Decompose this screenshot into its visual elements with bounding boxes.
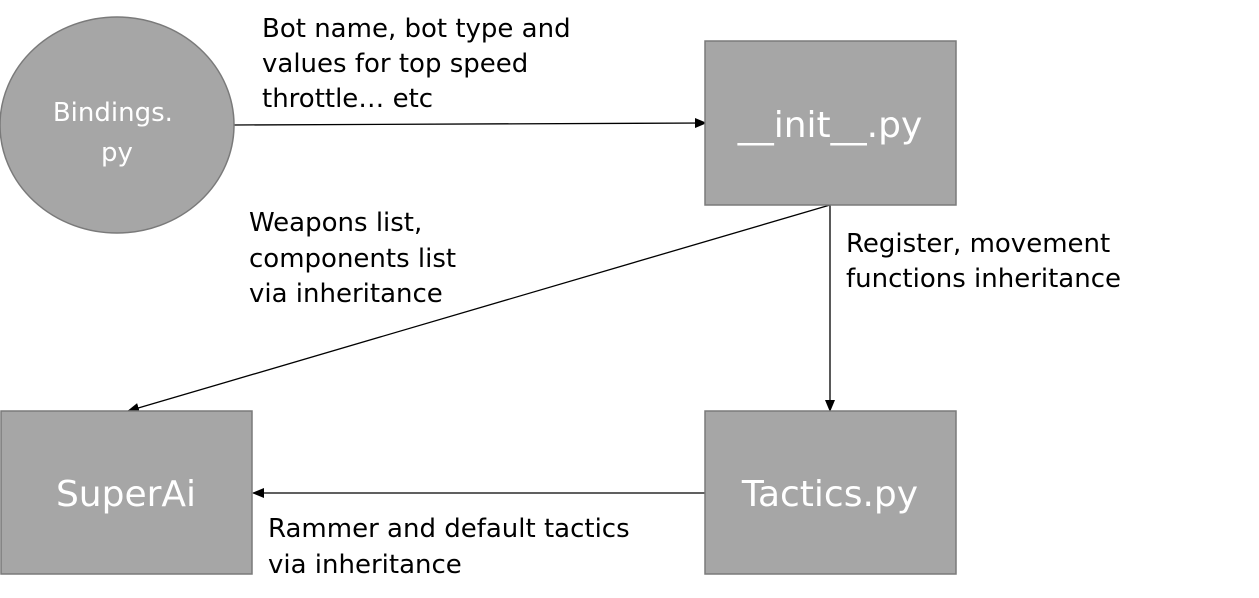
label-init-to-superai-line-1: Weapons list, (249, 208, 422, 238)
node-superai-label: SuperAi (56, 474, 196, 515)
node-superai: SuperAi (0, 410, 253, 575)
node-superai-shape (0, 410, 253, 575)
label-init-to-tactics-line-2: functions inheritance (846, 264, 1121, 294)
edge-bindings-to-init (233, 118, 707, 129)
label-init-to-tactics-line-1: Register, movement (846, 229, 1110, 259)
node-tactics-shape (704, 410, 957, 575)
edge-init-to-superai (127, 204, 831, 413)
label-tactics-to-superai-line-2: via inheritance (268, 550, 462, 580)
node-bindings-label: Bindings. py (53, 98, 181, 168)
label-bindings-to-init-line-1: Bot name, bot type and (262, 14, 571, 44)
node-bindings-shape (0, 16, 235, 234)
label-init-to-superai-line-3: via inheritance (249, 279, 443, 309)
node-bindings: Bindings. py (0, 16, 235, 234)
label-init-to-superai: Weapons list, components list via inheri… (249, 208, 464, 309)
node-bindings-label-line-2: py (101, 138, 133, 168)
node-tactics: Tactics.py (704, 410, 957, 575)
node-tactics-label: Tactics.py (741, 474, 918, 515)
label-bindings-to-init-line-3: throttle… etc (262, 84, 433, 114)
node-init: __init__.py (704, 40, 957, 206)
label-init-to-superai-line-2: components list (249, 244, 456, 274)
node-init-label: __init__.py (737, 105, 923, 146)
label-init-to-tactics: Register, movement functions inheritance (846, 229, 1121, 294)
label-bindings-to-init: Bot name, bot type and values for top sp… (262, 14, 579, 114)
node-init-shape (704, 40, 957, 206)
label-tactics-to-superai: Rammer and default tactics via inheritan… (268, 514, 638, 580)
label-tactics-to-superai-line-1: Rammer and default tactics (268, 514, 630, 544)
node-bindings-label-line-1: Bindings. (53, 98, 173, 128)
label-bindings-to-init-line-2: values for top speed (262, 49, 528, 79)
